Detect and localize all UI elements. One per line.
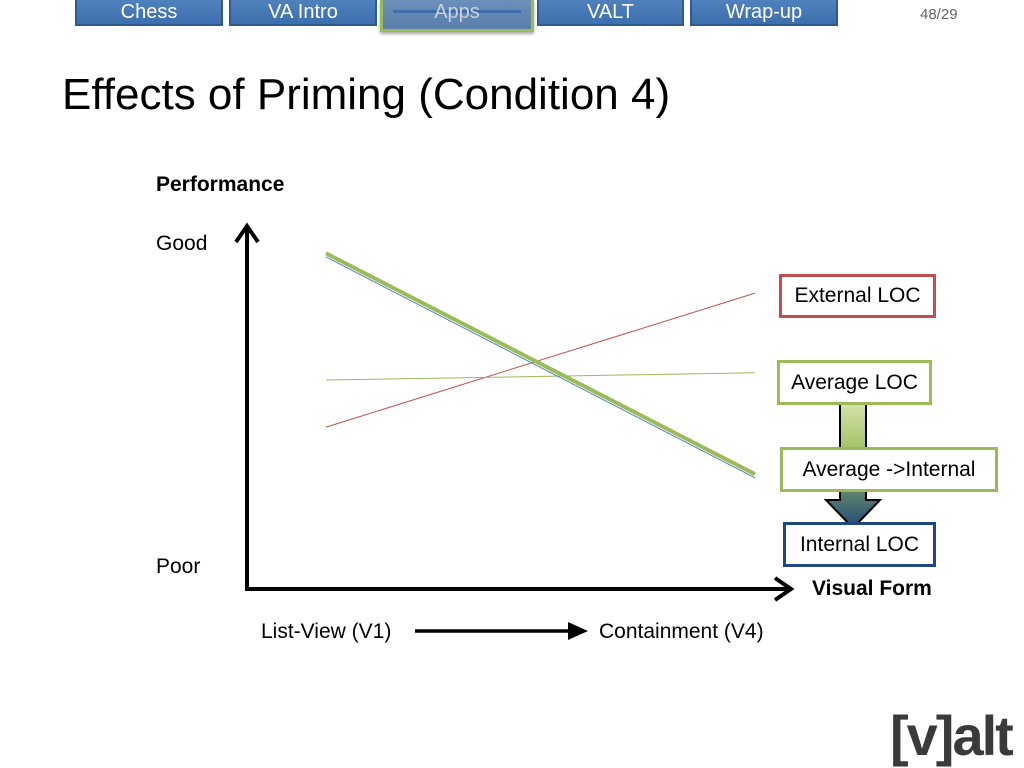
series-layer xyxy=(325,251,756,479)
valt-logo: [v]alt xyxy=(890,704,1014,767)
active-tab-underline xyxy=(393,10,521,13)
slide-title: Effects of Priming (Condition 4) xyxy=(62,70,671,119)
nav-tab-label: VALT xyxy=(586,1,635,23)
x-axis-label: Visual Form xyxy=(812,577,932,600)
y-axis-label: Performance xyxy=(156,173,285,196)
series-line-external-loc xyxy=(325,292,756,428)
nav-tab-va-intro[interactable]: VA Intro xyxy=(229,0,377,26)
legend-average-loc: Average LOC xyxy=(777,360,932,405)
nav-tab-label: Wrap-up xyxy=(725,1,803,23)
nav-tab-label: VA Intro xyxy=(268,1,338,23)
series-line-average-internal xyxy=(325,251,756,476)
legend-internal-loc: Internal LOC xyxy=(783,522,936,567)
series-line-internal-loc xyxy=(325,256,756,479)
series-line-average-loc xyxy=(325,372,756,381)
nav-tab-apps[interactable]: Apps xyxy=(380,0,534,32)
y-tick-poor: Poor xyxy=(156,555,201,578)
x-tick-start: List-View (V1) xyxy=(261,620,392,643)
nav-tab-valt[interactable]: VALT xyxy=(537,0,684,26)
nav-tab-label: Apps xyxy=(434,1,480,23)
nav-tab-chess[interactable]: Chess xyxy=(75,0,223,26)
nav-tab-label: Chess xyxy=(120,1,178,23)
y-tick-good: Good xyxy=(156,232,208,255)
x-tick-end: Containment (V4) xyxy=(599,620,764,643)
y-axis-arrowhead xyxy=(234,222,260,244)
x-axis-arrowhead xyxy=(773,576,795,602)
legend-average-internal: Average ->Internal xyxy=(780,447,998,492)
legend-external-loc: External LOC xyxy=(779,274,936,318)
page-number: 48/29 xyxy=(920,6,958,23)
nav-tab-wrap-up[interactable]: Wrap-up xyxy=(690,0,838,26)
direction-arrowhead xyxy=(568,622,588,640)
